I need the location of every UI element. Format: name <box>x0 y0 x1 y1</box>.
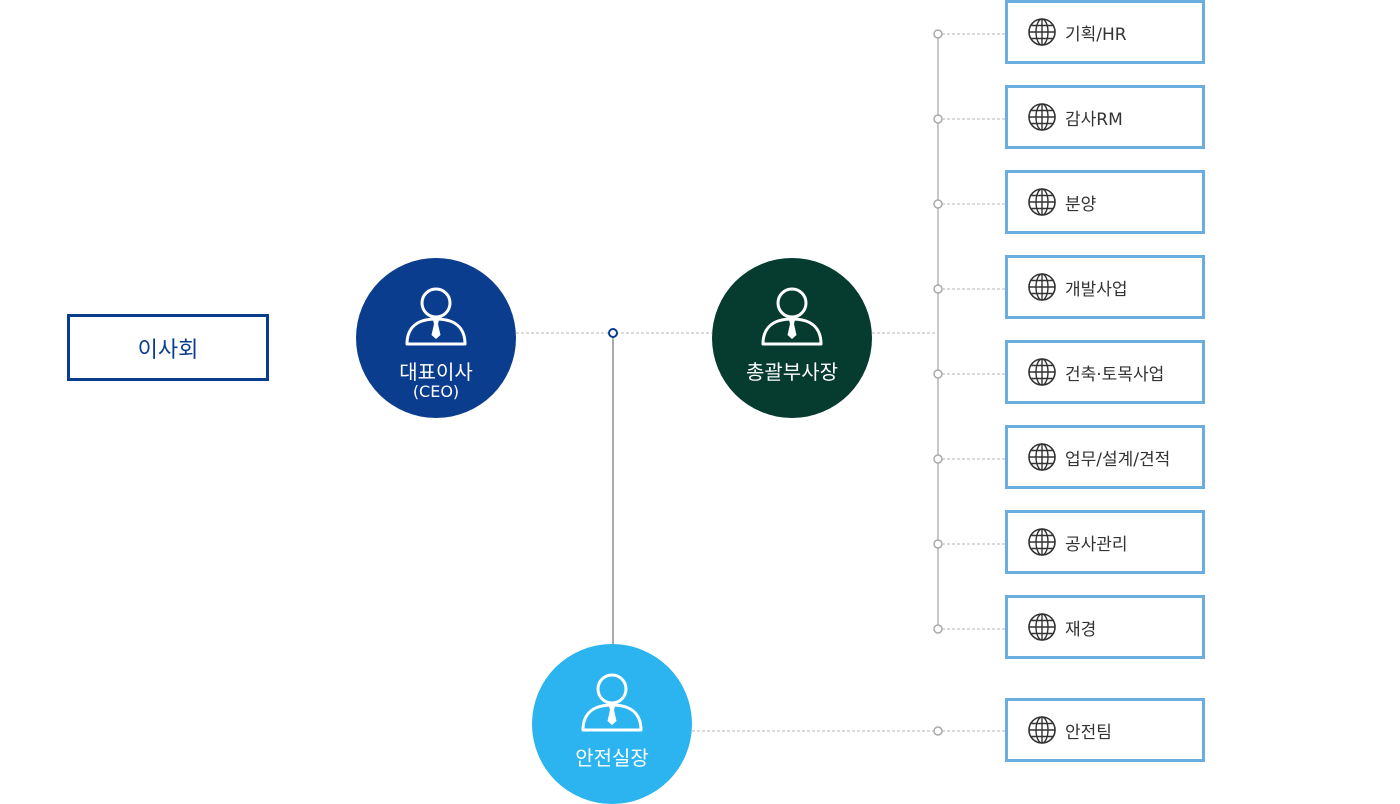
dept-label: 업무/설계/견적 <box>1065 449 1171 470</box>
vice-president-title: 총괄부사장 <box>746 360 838 384</box>
globe-icon <box>1028 188 1056 216</box>
dept-box-safety-team[interactable]: 안전팀 <box>1005 698 1205 762</box>
dept-label: 재경 <box>1065 619 1097 640</box>
dept-box-1[interactable]: 감사RM <box>1005 85 1205 149</box>
safety-chief-title: 안전실장 <box>575 746 649 770</box>
branch-node <box>933 539 943 549</box>
branch-node <box>933 199 943 209</box>
globe-icon <box>1028 443 1056 471</box>
dept-box-6[interactable]: 공사관리 <box>1005 510 1205 574</box>
dept-label: 감사RM <box>1065 109 1123 130</box>
ceo-title: 대표이사 <box>399 360 473 384</box>
dept-box-3[interactable]: 개발사업 <box>1005 255 1205 319</box>
globe-icon <box>1028 273 1056 301</box>
branch-node <box>933 114 943 124</box>
branch-node <box>933 369 943 379</box>
branch-node <box>933 29 943 39</box>
globe-icon <box>1028 103 1056 131</box>
dept-label: 안전팀 <box>1065 722 1112 743</box>
dept-label: 공사관리 <box>1065 534 1128 555</box>
branch-node <box>933 624 943 634</box>
dept-box-2[interactable]: 분양 <box>1005 170 1205 234</box>
board-label: 이사회 <box>137 337 199 363</box>
dept-box-0[interactable]: 기획/HR <box>1005 0 1205 64</box>
dept-label: 기획/HR <box>1065 24 1127 45</box>
ceo-subtitle: (CEO) <box>412 382 460 401</box>
person-icon <box>405 287 467 346</box>
branch-node <box>933 454 943 464</box>
person-icon <box>761 287 823 346</box>
vice-president-node: 총괄부사장 <box>712 258 872 418</box>
branch-node <box>933 284 943 294</box>
person-icon <box>581 673 643 732</box>
safety-chief-node: 안전실장 <box>532 644 692 804</box>
globe-icon <box>1028 528 1056 556</box>
globe-icon <box>1028 613 1056 641</box>
dept-label: 개발사업 <box>1065 279 1128 300</box>
globe-icon <box>1028 18 1056 46</box>
dept-label: 분양 <box>1065 194 1097 215</box>
dept-box-5[interactable]: 업무/설계/견적 <box>1005 425 1205 489</box>
board-of-directors-box: 이사회 <box>67 314 269 381</box>
dept-label: 건축·토목사업 <box>1065 364 1165 385</box>
dept-box-4[interactable]: 건축·토목사업 <box>1005 340 1205 404</box>
globe-icon <box>1028 716 1056 744</box>
globe-icon <box>1028 358 1056 386</box>
ceo-node: 대표이사 (CEO) <box>356 258 516 418</box>
dept-box-7[interactable]: 재경 <box>1005 595 1205 659</box>
